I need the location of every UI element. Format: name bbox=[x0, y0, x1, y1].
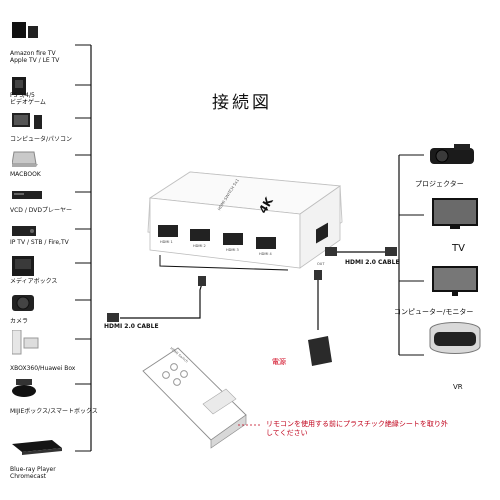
hdmi-out-port bbox=[316, 222, 328, 244]
source-ticks bbox=[75, 44, 91, 452]
diagram-title: 接続図 bbox=[212, 93, 272, 113]
output-device-label: コンピューター/モニター bbox=[394, 308, 474, 316]
output-device-label: TV bbox=[452, 243, 465, 254]
source-device-label: メディアボックス bbox=[10, 278, 58, 285]
vr-headset-icon bbox=[428, 318, 482, 360]
smart-box-icon bbox=[12, 377, 72, 403]
output-device-label: プロジェクター bbox=[415, 180, 464, 188]
remote-control-icon bbox=[142, 347, 247, 449]
input-cable-plug-end bbox=[107, 313, 119, 322]
input-cable-plug bbox=[198, 276, 206, 286]
game-console-icon bbox=[12, 77, 72, 103]
source-device-label: MACBOOK bbox=[10, 171, 41, 178]
firetv-icon bbox=[12, 16, 72, 42]
hdmi-port-4-label: HDMI 4 bbox=[259, 252, 272, 256]
hdmi-switch bbox=[147, 171, 343, 269]
source-device-label: Blue-ray Player Chromecast bbox=[10, 466, 56, 480]
laptop-icon bbox=[10, 150, 72, 176]
power-plug bbox=[314, 270, 322, 280]
hdmi-out-port-label: OUT bbox=[317, 262, 325, 266]
input-cable-label: HDMI 2.0 CABLE bbox=[104, 323, 159, 330]
source-device-label: IP TV / STB / Fire,TV bbox=[10, 239, 69, 246]
port-bracket-line bbox=[159, 255, 289, 271]
set-top-box-icon bbox=[12, 222, 72, 248]
hdmi-port-3-label: HDMI 3 bbox=[226, 248, 239, 252]
camera-icon bbox=[12, 291, 72, 317]
source-device-label: MIJIEボックス/スマートボックス bbox=[10, 408, 98, 415]
hdmi-port-2 bbox=[190, 229, 210, 241]
source-device-label: PS 3/4/5 ビデオゲーム bbox=[10, 92, 46, 106]
output-cable-plug-end bbox=[385, 247, 397, 256]
hdmi-port-1 bbox=[158, 225, 178, 237]
media-box-icon bbox=[12, 256, 72, 282]
output-cable-plug bbox=[325, 247, 337, 256]
hdmi-port-4 bbox=[256, 237, 276, 249]
source-device-label: XBOX360/Huawei Box bbox=[10, 365, 76, 372]
output-device-label: VR bbox=[453, 383, 463, 391]
projector-icon bbox=[428, 140, 478, 168]
hdmi-port-1-label: HDMI 1 bbox=[160, 240, 173, 244]
source-device-label: VCD / DVDプレーヤー bbox=[10, 207, 72, 214]
dvd-player-icon bbox=[12, 187, 72, 213]
input-cable-line bbox=[120, 279, 204, 319]
source-device-label: Amazon fire TV Apple TV / LE TV bbox=[10, 50, 60, 64]
bluray-player-icon bbox=[12, 436, 72, 462]
hdmi-port-3 bbox=[223, 233, 243, 245]
xbox-icon bbox=[11, 329, 72, 356]
source-device-label: コンピュータ/パソコン bbox=[10, 136, 73, 143]
source-device-label: カメラ bbox=[10, 318, 29, 325]
desktop-computer-icon bbox=[12, 113, 72, 139]
tv-icon bbox=[432, 198, 478, 230]
power-label: 電源 bbox=[272, 358, 286, 366]
output-ticks bbox=[399, 154, 424, 356]
output-cable-label: HDMI 2.0 CABLE bbox=[345, 259, 400, 266]
hdmi-port-2-label: HDMI 2 bbox=[193, 244, 206, 248]
monitor-icon bbox=[432, 266, 478, 296]
remote-note: リモコンを使用する前にプラスチック絶縁シートを取り外 してください bbox=[266, 420, 448, 437]
power-adapter-icon bbox=[308, 336, 332, 366]
